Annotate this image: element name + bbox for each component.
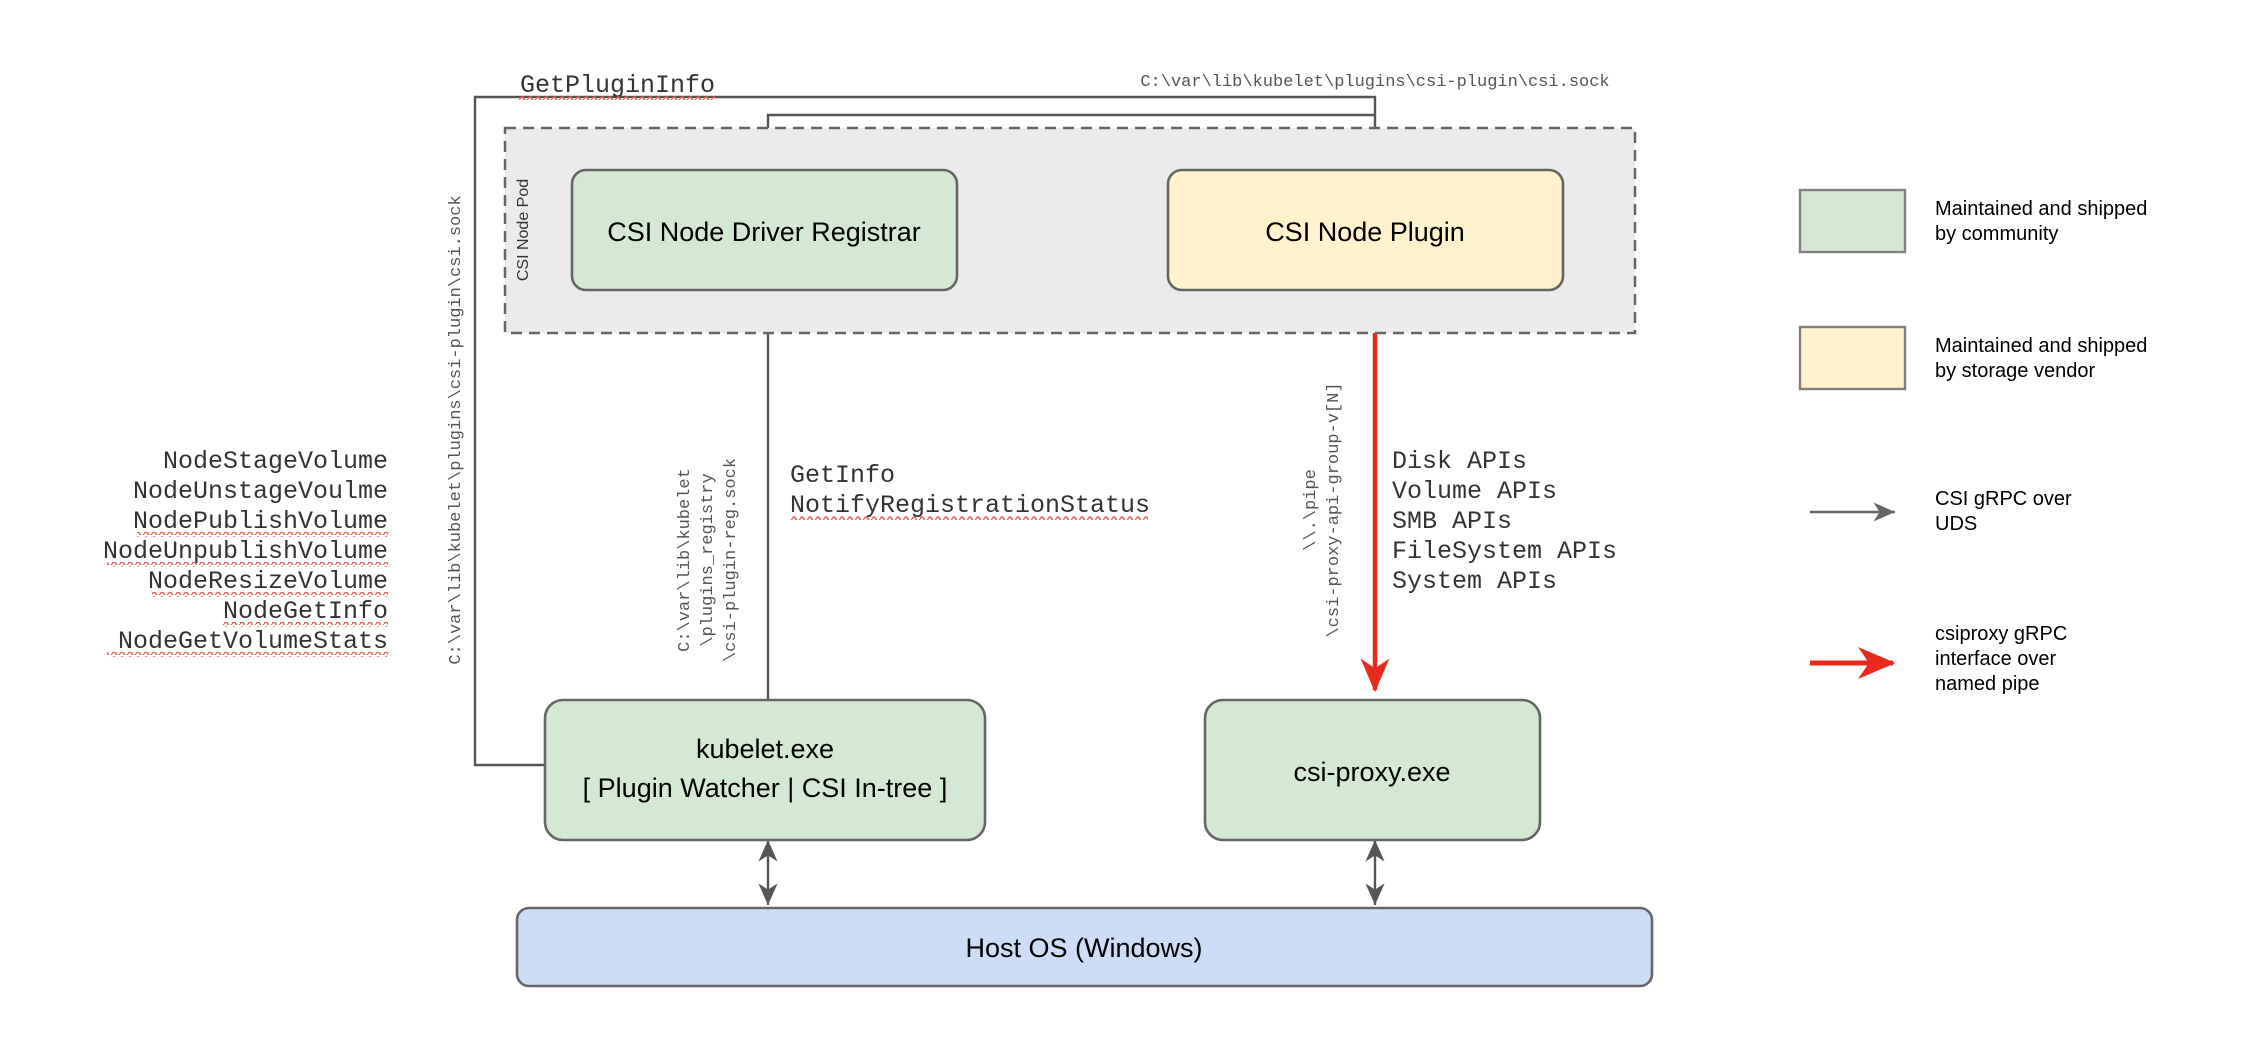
legend-storage-vendor-line-2: by storage vendor (1935, 360, 2095, 382)
node-api-list: NodeStageVolume NodeUnstageVoulme NodePu… (103, 447, 388, 657)
registrar-call-notifyregistrationstatus: NotifyRegistrationStatus (790, 491, 1150, 520)
legend-swatch-community: Maintained and shipped by community (1798, 188, 2147, 254)
label-registrar-calls: GetInfo NotifyRegistrationStatus (789, 461, 1150, 521)
kubelet-exe-label-line1: kubelet.exe (696, 734, 834, 764)
legend-arrow-csi-grpc-uds: CSI gRPC over UDS (1810, 488, 2072, 535)
legend-community-line-2: by community (1935, 223, 2058, 245)
registry-path-line-1: C:\var\lib\kubelet (676, 468, 695, 652)
label-getplugininfo: GetPluginInfo (519, 71, 715, 101)
csi-node-plugin-label: CSI Node Plugin (1265, 217, 1465, 247)
legend-uds-line-1: CSI gRPC over (1935, 488, 2072, 510)
node-api-item-4: NodeResizeVolume (148, 567, 388, 596)
legend-namedpipe-line-2: interface over (1935, 648, 2057, 670)
csi-sock-path-vertical-text: C:\var\lib\kubelet\plugins\csi-plugin\cs… (447, 195, 466, 664)
legend-namedpipe-line-3: named pipe (1935, 673, 2040, 695)
legend-namedpipe-line-1: csiproxy gRPC (1935, 623, 2067, 645)
node-host-os[interactable]: Host OS (Windows) (515, 906, 1654, 988)
legend-storage-vendor-line-1: Maintained and shipped (1935, 335, 2147, 357)
node-kubelet-exe[interactable]: kubelet.exe [ Plugin Watcher | CSI In-tr… (543, 698, 987, 842)
proxy-api-item-1: Volume APIs (1392, 477, 1557, 506)
getplugininfo-text: GetPluginInfo (520, 71, 715, 100)
registry-path-line-2: \plugins_registry (699, 473, 718, 646)
proxy-api-list: Disk APIs Volume APIs SMB APIs FileSyste… (1392, 447, 1617, 596)
node-api-item-3: NodeUnpublishVolume (103, 537, 388, 566)
node-csi-node-driver-registrar[interactable]: CSI Node Driver Registrar (570, 168, 959, 292)
label-csi-sock-top: C:\var\lib\kubelet\plugins\csi-plugin\cs… (1140, 73, 1609, 92)
legend-uds-line-2: UDS (1935, 513, 1977, 535)
label-csi-sock-vertical: C:\var\lib\kubelet\plugins\csi-plugin\cs… (447, 195, 466, 664)
proxy-api-item-4: System APIs (1392, 567, 1557, 596)
csi-node-driver-registrar-label: CSI Node Driver Registrar (607, 217, 921, 247)
label-registry-path-vertical: C:\var\lib\kubelet \plugins_registry \cs… (676, 458, 741, 662)
legend-arrow-csiproxy-named-pipe: csiproxy gRPC interface over named pipe (1810, 623, 2067, 695)
named-pipe-line-1: \\.\pipe (1302, 469, 1321, 551)
proxy-api-item-3: FileSystem APIs (1392, 537, 1617, 566)
node-api-item-2: NodePublishVolume (133, 507, 388, 536)
node-api-item-1: NodeUnstageVoulme (133, 477, 388, 506)
csi-node-pod-label: CSI Node Pod (515, 179, 532, 281)
host-os-label: Host OS (Windows) (965, 933, 1202, 963)
node-csi-node-plugin[interactable]: CSI Node Plugin (1166, 168, 1565, 292)
kubelet-exe-label-line2: [ Plugin Watcher | CSI In-tree ] (583, 773, 948, 803)
node-csi-proxy-exe[interactable]: csi-proxy.exe (1203, 698, 1542, 842)
node-api-item-5: NodeGetInfo (223, 597, 388, 626)
legend-community-line-1: Maintained and shipped (1935, 198, 2147, 220)
csi-proxy-exe-label: csi-proxy.exe (1293, 757, 1450, 787)
node-api-item-6: NodeGetVolumeStats (118, 627, 388, 656)
named-pipe-line-2: \csi-proxy-api-group-v[N] (1325, 382, 1344, 637)
proxy-api-item-2: SMB APIs (1392, 507, 1512, 536)
node-api-item-0: NodeStageVolume (163, 447, 388, 476)
connector-getplugininfo (473, 95, 1385, 767)
registry-path-line-3: \csi-plugin-reg.sock (722, 458, 741, 662)
registrar-call-getinfo: GetInfo (790, 461, 895, 490)
csi-sock-path-top-text: C:\var\lib\kubelet\plugins\csi-plugin\cs… (1140, 73, 1609, 92)
proxy-api-item-0: Disk APIs (1392, 447, 1527, 476)
legend-swatch-storage-vendor: Maintained and shipped by storage vendor (1798, 325, 2147, 391)
label-named-pipe-vertical: \\.\pipe \csi-proxy-api-group-v[N] (1302, 382, 1344, 637)
